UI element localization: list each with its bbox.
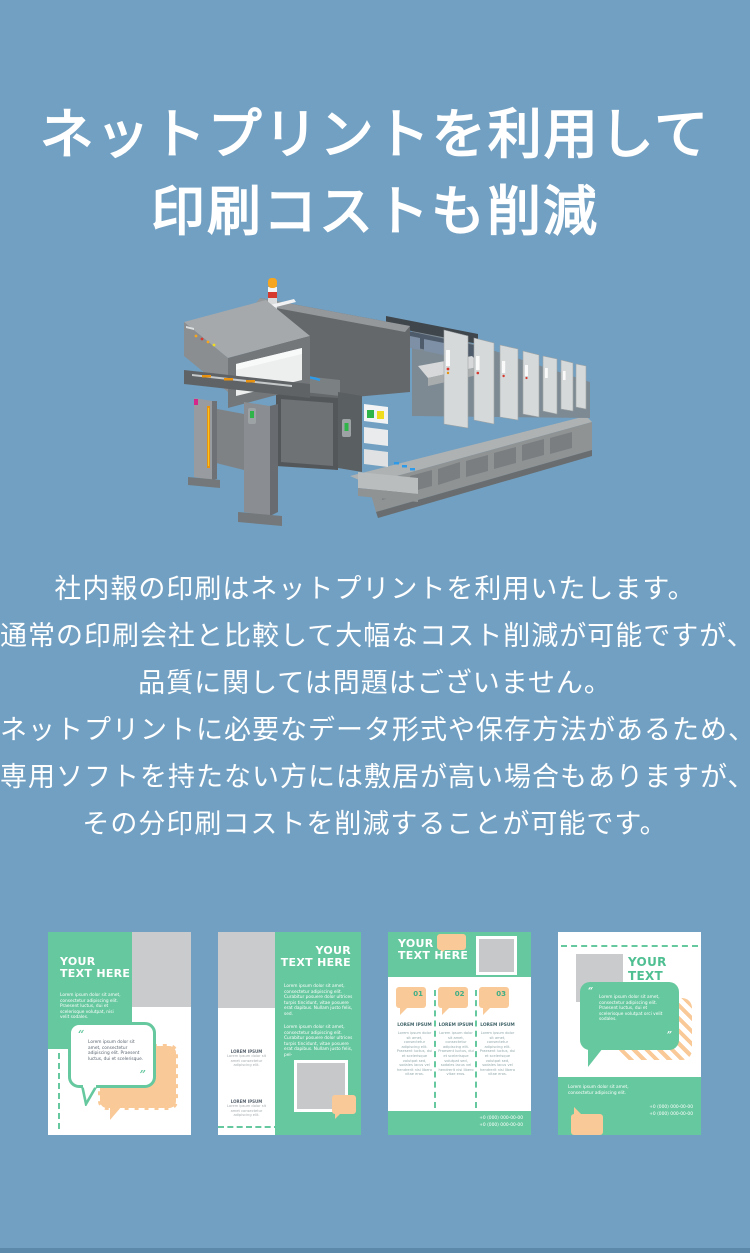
flyer3-framed-photo-placeholder — [476, 936, 517, 975]
flyer2-paragraph-1: Lorem ipsum dolor sit amet, consectetur … — [284, 984, 353, 1017]
flyer4-footer-band: Lorem ipsum dolor sit amet, consectetur … — [558, 1077, 701, 1135]
flyer3-step-column-1: 01 LOREM IPSUM Lorem ipsum dolor sit ame… — [396, 987, 433, 1077]
body-line: その分印刷コストを削減することが可能です。 — [82, 809, 668, 840]
page-title-line2: 印刷コストも削減 — [151, 180, 599, 243]
flyer2-paragraph-2: Lorem ipsum dolor sit amet, consectetur … — [284, 1025, 353, 1058]
flyer2-orange-bubble-tail — [335, 1112, 342, 1119]
flyer2-thumb-square-1 — [232, 1014, 264, 1046]
press-door — [276, 392, 388, 472]
flyer3-step2-bubble: 02 — [437, 987, 468, 1008]
flyer2-caption2-title: LOREM IPSUM — [230, 1099, 263, 1104]
flyer3-step-column-2: 02 LOREM IPSUM Lorem ipsum dolor sit ame… — [437, 987, 475, 1077]
flyer3-phone-numbers: +0 (000) 000-00-00 +0 (000) 000-00-00 — [479, 1115, 523, 1129]
flyer3-step3-bubble: 03 — [479, 987, 509, 1008]
body-line: 社内報の印刷はネットプリントを利用いたします。 — [54, 574, 696, 605]
flyer1-quote-bubble: “ Lorem ipsum dolor sit amet, consectetu… — [68, 1022, 156, 1088]
flyer2-caption2-text: Lorem ipsum dolor sit amet consectetur a… — [226, 1104, 267, 1118]
open-quote-icon: “ — [78, 1028, 85, 1041]
flyer3-title: YOUR TEXT HERE — [398, 937, 469, 962]
flyer4-dashed-line — [561, 945, 698, 947]
flyer3-step1-bubble: 01 — [396, 987, 426, 1008]
flyer3-step1-bubble-tail — [400, 1008, 407, 1015]
flyer1-intro-text: Lorem ipsum dolor sit amet, consectetur … — [60, 993, 121, 1021]
press-panel-handles — [446, 350, 566, 380]
flyer2-green-block: YOUR TEXT HERE Lorem ipsum dolor sit ame… — [275, 932, 361, 1135]
flyer3-step1-text: Lorem ipsum dolor sit amet, consectetur … — [396, 1031, 433, 1077]
flyer2-title: YOUR TEXT HERE — [280, 944, 351, 969]
flyer4-green-bubble-tail — [588, 1048, 603, 1067]
flyer3-dashed-separator-2 — [475, 990, 477, 1108]
page-title-line1: ネットプリントを利用して — [39, 103, 711, 166]
flyer3-header-speech-bubble — [437, 934, 466, 950]
flyer2-caption1-title: LOREM IPSUM — [230, 1049, 263, 1054]
flyer-thumbnail-1: YOUR TEXT HERE Lorem ipsum dolor sit ame… — [48, 932, 191, 1135]
flyer2-caption1-text: Lorem ipsum dolor sit amet consectetur a… — [226, 1054, 267, 1068]
phone-line: +0 (000) 000-00-00 — [479, 1123, 523, 1128]
flyer1-quote-bubble-tail — [80, 1085, 99, 1106]
page-title: ネットプリントを利用して 印刷コストも削減 — [0, 96, 750, 250]
phone-line: +0 (000) 000-00-00 — [479, 1116, 523, 1121]
flyer2-image-placeholder — [218, 932, 275, 1008]
close-quote-icon: ” — [139, 1068, 146, 1081]
flyer-thumbnail-3: YOUR TEXT HERE 01 LOREM IPSUM Lorem ipsu… — [388, 932, 531, 1135]
flyer1-quote-text: Lorem ipsum dolor sit amet, consectetur … — [88, 1040, 144, 1062]
flyer3-step3-text: Lorem ipsum dolor sit amet, consectetur … — [479, 1031, 516, 1077]
flyer1-orange-bubble-tail — [110, 1106, 122, 1120]
close-quote-icon: ” — [666, 1031, 672, 1041]
body-line: 専用ソフトを持たない方には敷居が高い場合もありますが、 — [0, 762, 750, 793]
printing-press-illustration — [172, 266, 592, 534]
body-paragraph: 社内報の印刷はネットプリントを利用いたします。 通常の印刷会社と比較して大幅なコ… — [0, 566, 750, 848]
flyer1-image-placeholder — [132, 932, 191, 1007]
flyer3-step3-number: 03 — [496, 990, 506, 998]
flyer3-step3-bubble-tail — [483, 1008, 490, 1015]
flyer2-thumb-square-2 — [232, 1064, 264, 1096]
flyer4-footer-text: Lorem ipsum dolor sit amet, consectetur … — [568, 1085, 629, 1096]
phone-line: +0 (000) 000-00-00 — [649, 1105, 693, 1110]
press-steps — [358, 462, 418, 502]
flyer3-step1-number: 01 — [413, 990, 423, 998]
body-line: 品質に関しては問題はございません。 — [138, 668, 612, 699]
flyer1-dashed-line — [58, 1053, 60, 1129]
flyer-samples-row: YOUR TEXT HERE Lorem ipsum dolor sit ame… — [48, 932, 701, 1135]
flyer1-title: YOUR TEXT HERE — [60, 955, 131, 980]
flyer3-step2-text: Lorem ipsum dolor sit amet, consectetur … — [438, 1031, 474, 1077]
body-line: 通常の印刷会社と比較して大幅なコスト削減が可能ですが、 — [0, 621, 750, 652]
printing-press-svg — [184, 278, 592, 526]
flyer4-orange-bubble-tail — [574, 1107, 582, 1115]
phone-line: +0 (000) 000-00-00 — [649, 1112, 693, 1117]
body-line: ネットプリントに必要なデータ形式や保存方法があるため、 — [0, 715, 750, 746]
flyer3-step-column-3: 03 LOREM IPSUM Lorem ipsum dolor sit ame… — [479, 987, 516, 1077]
flyer3-step2-heading: LOREM IPSUM — [438, 1023, 474, 1028]
flyer4-orange-speech-bubble — [571, 1114, 603, 1135]
flyer4-green-speech-bubble: “ Lorem ipsum dolor sit amet, consectetu… — [580, 982, 679, 1050]
press-delivery-tower — [184, 278, 310, 526]
flyer-thumbnail-4: YOUR TEXT HERE “ Lorem ipsum dolor sit a… — [558, 932, 701, 1135]
flyer3-step2-bubble-tail — [441, 1008, 449, 1015]
bottom-accent-strip — [0, 1248, 750, 1253]
flyer-thumbnail-2: YOUR TEXT HERE Lorem ipsum dolor sit ame… — [218, 932, 361, 1135]
flyer3-step2-number: 02 — [454, 990, 465, 998]
flyer4-phone-numbers: +0 (000) 000-00-00 +0 (000) 000-00-00 — [649, 1104, 693, 1118]
flyer2-dashed-line — [218, 1126, 280, 1128]
flyer3-step1-heading: LOREM IPSUM — [397, 1023, 432, 1028]
flyer3-step3-heading: LOREM IPSUM — [480, 1023, 515, 1028]
flyer3-footer-band: +0 (000) 000-00-00 +0 (000) 000-00-00 — [388, 1111, 531, 1135]
flyer3-header-bubble-tail — [441, 948, 447, 954]
press-base — [350, 416, 592, 518]
open-quote-icon: “ — [588, 987, 594, 997]
flyer4-quote-text: Lorem ipsum dolor sit amet, consectetur … — [599, 995, 663, 1023]
flyer2-orange-speech-bubble — [332, 1095, 356, 1114]
flyer3-dashed-separator-1 — [433, 990, 436, 1108]
